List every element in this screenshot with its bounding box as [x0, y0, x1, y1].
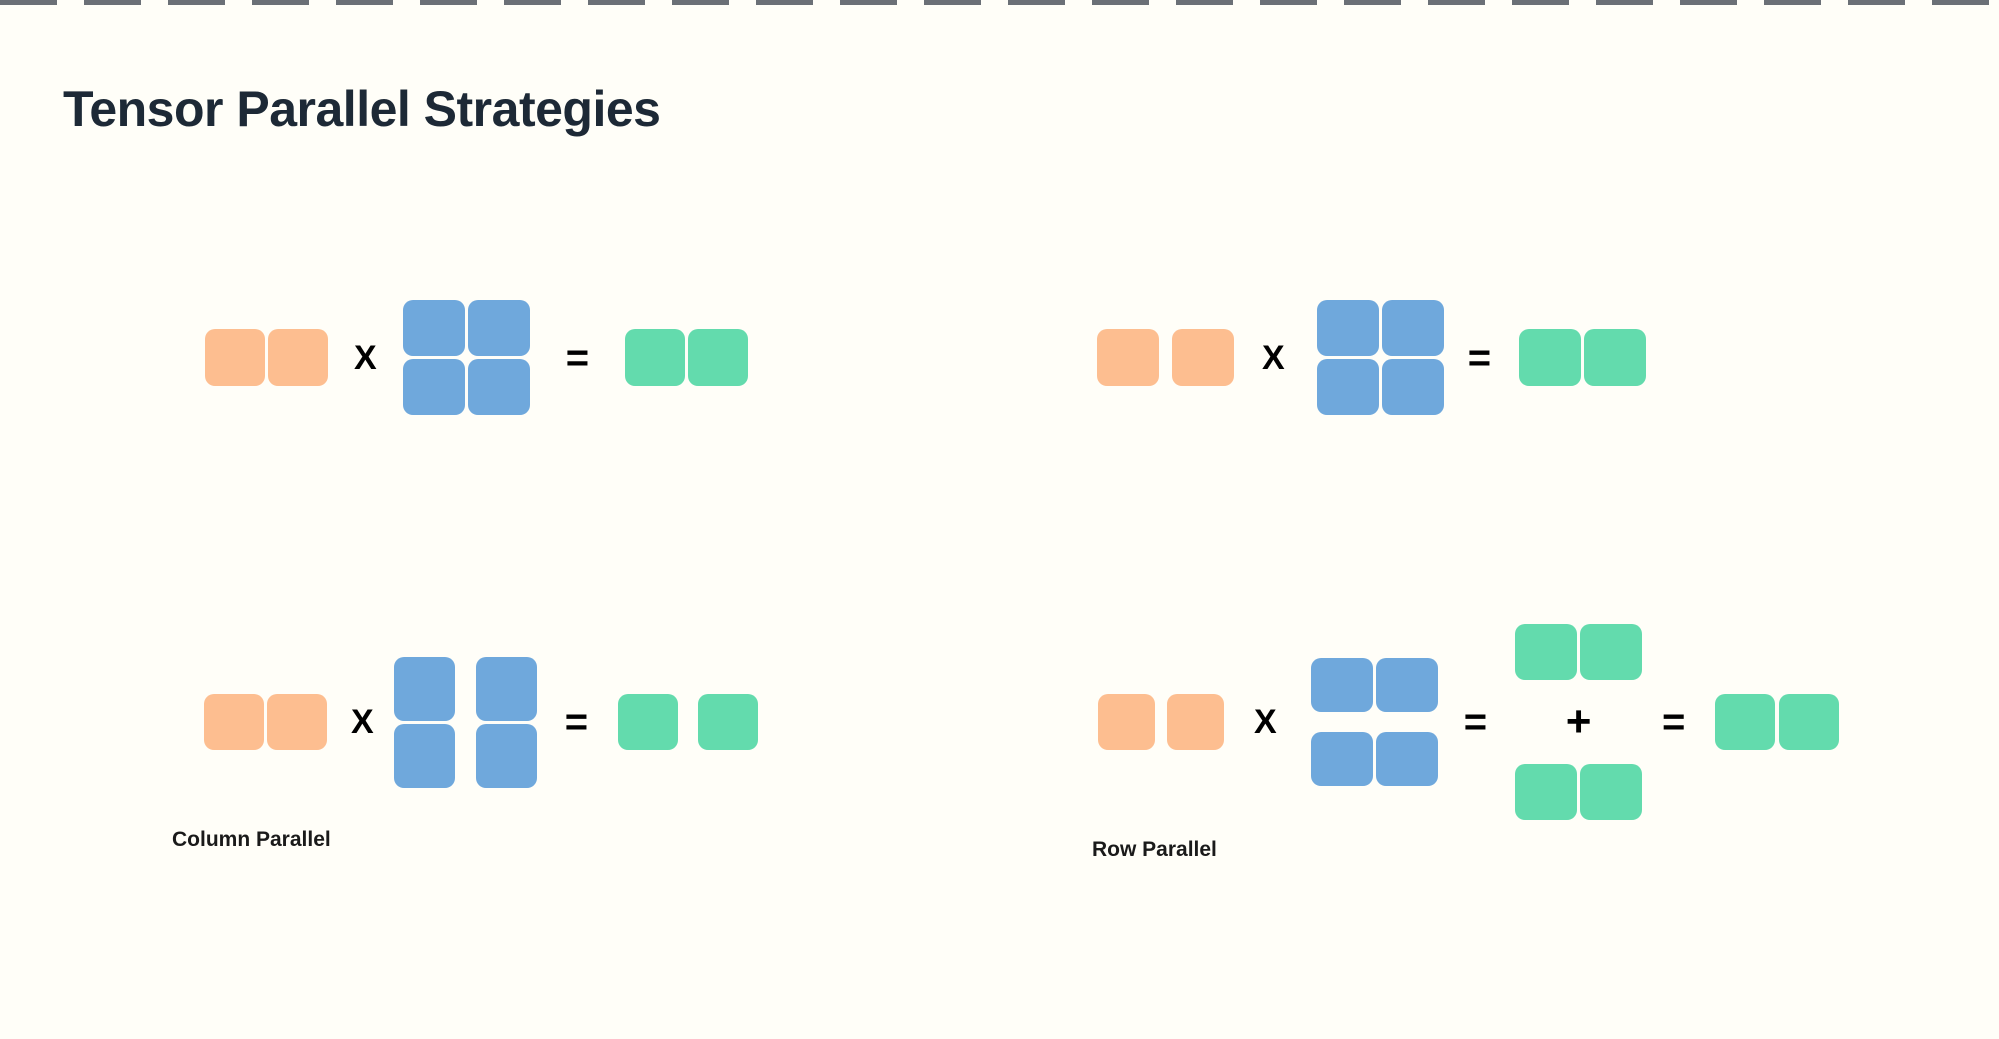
diagram-full-replica-left: X = [205, 300, 749, 415]
output-block [625, 329, 686, 386]
weight-matrix-column-split [393, 656, 537, 788]
output-block [688, 329, 749, 386]
output-vector [1715, 694, 1840, 750]
equals-operator: = [564, 700, 589, 744]
weight-matrix-row-split [1310, 658, 1438, 786]
partial-outputs-stack: + [1515, 624, 1643, 820]
weight-block [1316, 359, 1379, 415]
partial-output-block [1580, 624, 1643, 680]
page-title: Tensor Parallel Strategies [63, 80, 661, 137]
input-block [1167, 694, 1224, 750]
weight-block [1310, 732, 1373, 786]
weight-block [402, 359, 465, 415]
input-block [1098, 694, 1155, 750]
partial-output-block [1515, 624, 1578, 680]
input-vector [1098, 694, 1224, 750]
partial-output-block [1515, 764, 1578, 820]
diagram-full-replica-right: X = [1097, 300, 1647, 415]
input-vector [205, 329, 328, 386]
input-block [204, 694, 264, 750]
input-block [1097, 329, 1159, 386]
input-vector [1097, 329, 1234, 386]
weight-block [467, 359, 530, 415]
weight-block [1375, 732, 1438, 786]
partial-output-vector [1515, 764, 1643, 820]
equals-operator: = [1662, 700, 1686, 744]
input-vector [204, 694, 327, 750]
weight-block [475, 723, 537, 788]
top-dashed-border [0, 0, 1999, 5]
weight-column-shard [393, 656, 455, 788]
weight-block [1316, 300, 1379, 356]
multiply-operator: X [351, 703, 374, 741]
equals-operator: = [1467, 335, 1492, 380]
weight-block [393, 656, 455, 721]
output-block [1584, 329, 1647, 386]
multiply-operator: X [1254, 703, 1277, 741]
partial-output-vector [1515, 624, 1643, 680]
multiply-operator: X [1262, 338, 1285, 377]
equals-operator: = [565, 335, 590, 380]
weight-block [1381, 359, 1444, 415]
output-block [1779, 694, 1840, 750]
weight-block [1310, 658, 1373, 712]
equals-operator: = [1463, 700, 1488, 744]
output-vector [1519, 329, 1647, 386]
partial-output-block [1580, 764, 1643, 820]
row-parallel-label: Row Parallel [1092, 838, 1217, 861]
diagram-column-parallel: X = [204, 656, 759, 788]
weight-matrix [1316, 300, 1444, 415]
multiply-operator: X [354, 338, 377, 377]
output-block [618, 694, 679, 750]
output-block [1519, 329, 1582, 386]
weight-block [475, 656, 537, 721]
input-block [268, 329, 328, 386]
input-block [1172, 329, 1234, 386]
weight-block [467, 300, 530, 356]
input-block [267, 694, 327, 750]
weight-block [393, 723, 455, 788]
weight-row-shard [1310, 658, 1438, 712]
output-vector-split [618, 694, 759, 750]
plus-slot: + [1566, 680, 1592, 764]
weight-matrix [402, 300, 530, 415]
weight-row-shard [1310, 732, 1438, 786]
plus-operator: + [1565, 697, 1592, 746]
output-vector [625, 329, 749, 386]
output-block [698, 694, 759, 750]
input-block [205, 329, 265, 386]
weight-block [1381, 300, 1444, 356]
weight-column-shard [475, 656, 537, 788]
weight-block [402, 300, 465, 356]
diagram-row-parallel: X = + = [1098, 624, 1840, 820]
column-parallel-label: Column Parallel [172, 828, 331, 851]
weight-block [1375, 658, 1438, 712]
output-block [1715, 694, 1776, 750]
